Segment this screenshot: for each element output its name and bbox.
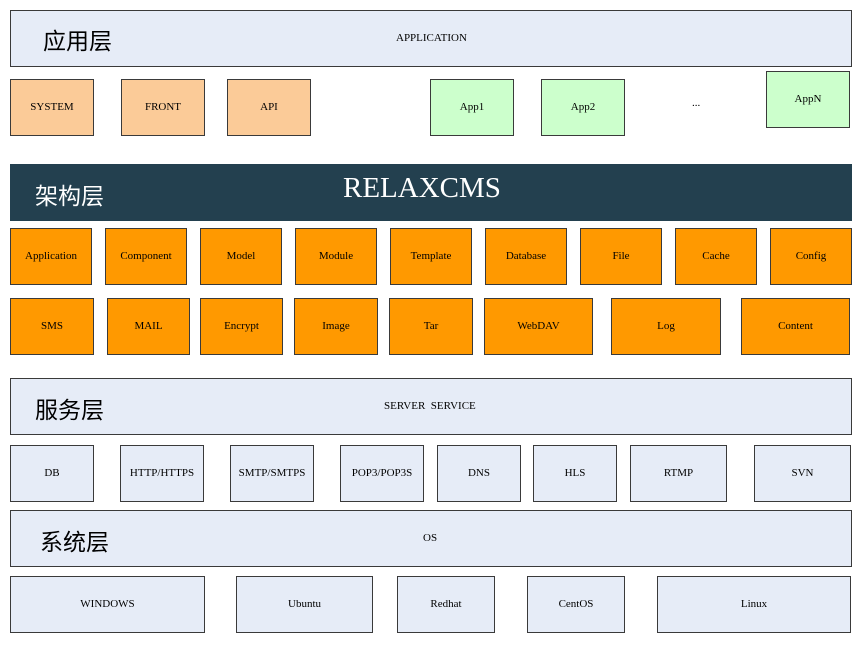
- service-svn: SVN: [754, 445, 851, 502]
- service-layer-band: [10, 378, 852, 435]
- os-ubuntu: Ubuntu: [236, 576, 373, 633]
- service-dns: DNS: [437, 445, 521, 502]
- module-tar: Tar: [389, 298, 473, 355]
- module-encrypt: Encrypt: [200, 298, 283, 355]
- apps-ellipsis: ...: [692, 97, 701, 109]
- service-rtmp: RTMP: [630, 445, 727, 502]
- system-box: SYSTEM: [10, 79, 94, 136]
- module-template: Template: [390, 228, 472, 285]
- system-layer-title: 系统层: [40, 530, 109, 555]
- framework-name: RELAXCMS: [343, 172, 501, 204]
- os-centos: CentOS: [527, 576, 625, 633]
- module-webdav: WebDAV: [484, 298, 593, 355]
- module-application: Application: [10, 228, 92, 285]
- module-component: Component: [105, 228, 187, 285]
- front-box: FRONT: [121, 79, 205, 136]
- module-model: Model: [200, 228, 282, 285]
- framework-layer-title: 架构层: [35, 184, 104, 209]
- appn-box: AppN: [766, 71, 850, 128]
- service-layer-title: 服务层: [35, 398, 104, 423]
- module-mail: MAIL: [107, 298, 190, 355]
- service-http: HTTP/HTTPS: [120, 445, 204, 502]
- service-smtp: SMTP/SMTPS: [230, 445, 314, 502]
- application-layer-title: 应用层: [43, 29, 112, 54]
- service-pop3: POP3/POP3S: [340, 445, 424, 502]
- service-db: DB: [10, 445, 94, 502]
- module-database: Database: [485, 228, 567, 285]
- framework-layer-band: [10, 164, 852, 221]
- service-hls: HLS: [533, 445, 617, 502]
- module-image: Image: [294, 298, 378, 355]
- app1-box: App1: [430, 79, 514, 136]
- system-layer-label: OS: [423, 532, 438, 544]
- application-layer-band: [10, 10, 852, 67]
- system-layer-band: [10, 510, 852, 567]
- service-layer-label: SERVER SERVICE: [384, 400, 476, 412]
- module-module: Module: [295, 228, 377, 285]
- os-redhat: Redhat: [397, 576, 495, 633]
- os-windows: WINDOWS: [10, 576, 205, 633]
- module-sms: SMS: [10, 298, 94, 355]
- app2-box: App2: [541, 79, 625, 136]
- module-content: Content: [741, 298, 850, 355]
- module-cache: Cache: [675, 228, 757, 285]
- module-config: Config: [770, 228, 852, 285]
- application-layer-label: APPLICATION: [396, 32, 467, 44]
- module-file: File: [580, 228, 662, 285]
- api-box: API: [227, 79, 311, 136]
- module-log: Log: [611, 298, 721, 355]
- os-linux: Linux: [657, 576, 851, 633]
